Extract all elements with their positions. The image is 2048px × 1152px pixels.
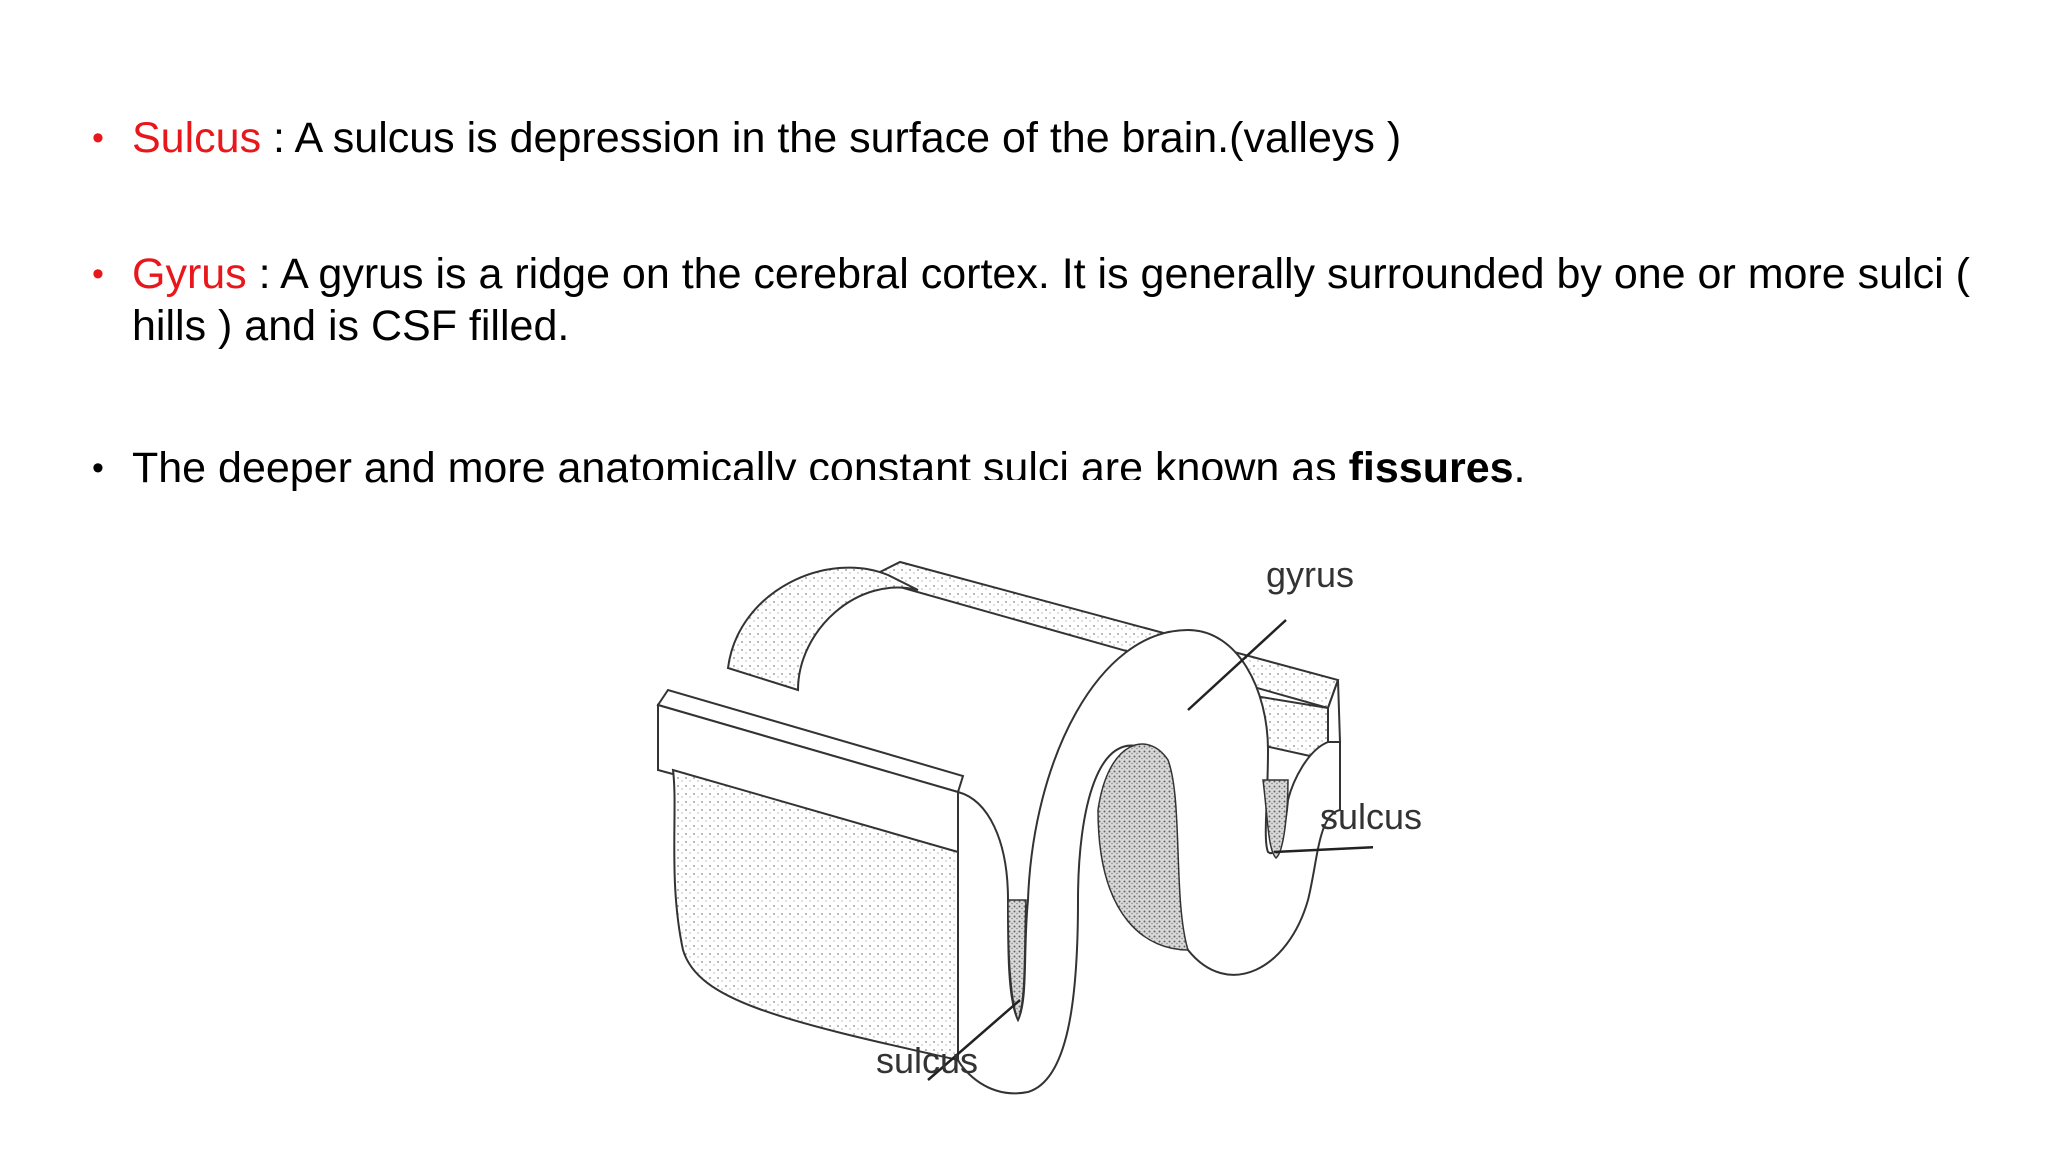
fissures-suffix: . (1513, 444, 1526, 492)
definition-gyrus: : A gyrus is a ridge on the cerebral cor… (132, 250, 1970, 350)
label-sulcus-bottom: sulcus (876, 1040, 979, 1081)
label-sulcus-right: sulcus (1320, 796, 1423, 837)
bullet-dot-icon: • (92, 119, 104, 157)
term-gyrus: Gyrus (132, 250, 247, 298)
cortex-fold-illustration (656, 560, 1373, 1095)
definition-sulcus: : A sulcus is depression in the surface … (261, 114, 1402, 162)
bullet-dot-icon: • (92, 255, 104, 293)
bullet-dot-icon: • (92, 449, 104, 487)
term-fissures: fissures (1348, 444, 1514, 492)
gyrus-sulcus-diagram: gyrus sulcus sulcus (628, 480, 1422, 1120)
label-gyrus: gyrus (1266, 554, 1355, 595)
bullet-text: Gyrus : A gyrus is a ridge on the cerebr… (132, 248, 1982, 352)
bullet-text: Sulcus : A sulcus is depression in the s… (132, 112, 1982, 164)
term-sulcus: Sulcus (132, 114, 262, 162)
